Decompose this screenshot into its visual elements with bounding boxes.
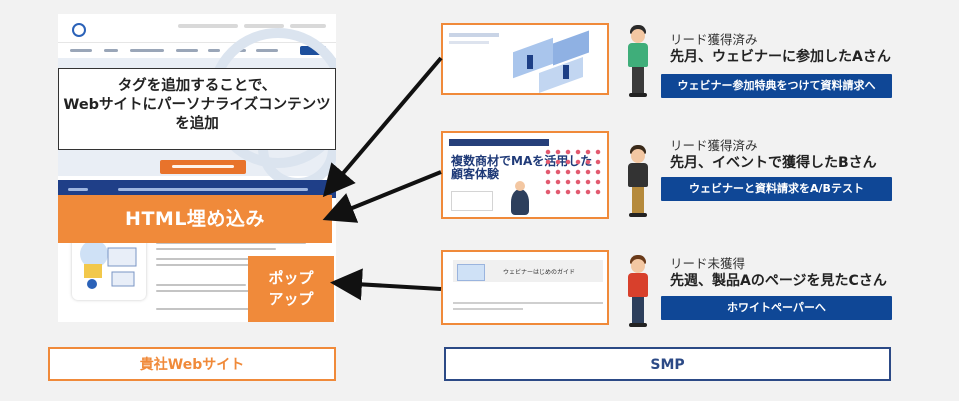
persona-a-action: ウェビナー参加特典をつけて資料請求へ: [661, 74, 892, 98]
smp-page-1: [441, 23, 609, 95]
popup-label: ポップ アップ: [248, 256, 334, 322]
callout-line-2: Webサイトにパーソナライズコンテンツ: [63, 97, 331, 113]
persona-b-name: 先月、イベントで獲得したBさん: [670, 155, 877, 171]
smp-page-3: ウェビナーはじめのガイド: [441, 250, 609, 325]
persona-c-person-icon: [628, 253, 648, 329]
smp-section-label: SMP: [444, 347, 891, 381]
persona-c-name: 先週、製品Aのページを見たCさん: [670, 273, 887, 289]
smp-page-2: 複数商材でMAを活用した 顧客体験: [441, 131, 609, 219]
persona-a-status: リード獲得済み: [670, 32, 758, 47]
popup-line-2: アップ: [268, 290, 314, 308]
arrow-smp3-to-popup: [330, 268, 442, 301]
persona-b-status: リード獲得済み: [670, 138, 758, 153]
persona-a-person-icon: [628, 23, 648, 99]
callout-line-3: を追加: [175, 116, 219, 132]
persona-c-action: ホワイトペーパーへ: [661, 296, 892, 320]
site-logo: [72, 22, 98, 37]
persona-c-status: リード未獲得: [670, 256, 746, 271]
tag-callout: タグを追加することで、 Webサイトにパーソナライズコンテンツ を追加: [58, 68, 336, 150]
persona-b-action: ウェビナーと資料請求をA/Bテスト: [661, 177, 892, 201]
arrow-smp1-to-embed: [322, 56, 443, 198]
persona-a-name: 先月、ウェビナーに参加したAさん: [670, 49, 891, 65]
popup-line-1: ポップ: [268, 269, 314, 287]
site-news-bar: [58, 180, 336, 198]
smp3-title: ウェビナーはじめのガイド: [503, 269, 576, 276]
callout-line-1: タグを追加することで、: [117, 78, 277, 94]
html-embed-label: HTML埋め込み: [58, 195, 332, 243]
website-section-label: 貴社Webサイト: [48, 347, 336, 381]
smp2-title-line-2: 顧客体験: [451, 167, 500, 181]
arrow-smp2-to-embed: [322, 170, 442, 223]
persona-b-person-icon: [628, 143, 648, 219]
site-cta-button: [160, 160, 246, 174]
